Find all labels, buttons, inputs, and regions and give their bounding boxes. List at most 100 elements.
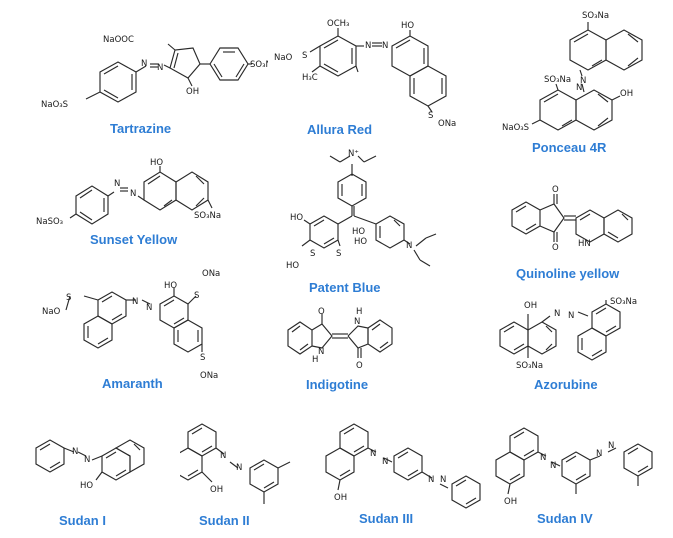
azorubine-label: Azorubine xyxy=(534,377,598,392)
tartrazine-atom-1: N xyxy=(141,59,147,69)
sudan-ii-atom-0: N xyxy=(220,451,226,461)
sudan-iv-atom-2: N xyxy=(596,449,602,459)
indigotine-atom-3: N xyxy=(354,317,360,327)
amaranth-structure: ONa HO S NaO S N N S ONa xyxy=(40,266,240,382)
indigotine-label: Indigotine xyxy=(306,377,369,392)
azorubine-atom-2: N xyxy=(554,309,560,319)
ponceau-4r-atom-0: SO₃Na xyxy=(582,11,609,21)
sudan-ii-atom-2: OH xyxy=(210,485,223,495)
indigotine-atom-5: O xyxy=(356,361,363,371)
quinoline-yellow-label: Quinoline yellow xyxy=(516,266,620,281)
sudan-i-atom-1: N xyxy=(84,455,90,465)
sudan-iii-atom-4: OH xyxy=(334,493,347,503)
allura-red-label: Allura Red xyxy=(307,122,373,137)
patent-blue-structure: N⁺ HO HO S N HO S HO xyxy=(280,142,480,282)
allura-red-atom-4: N xyxy=(365,41,371,51)
sunset-yellow-label: Sunset Yellow xyxy=(90,232,178,247)
sudan-iv-atom-4: OH xyxy=(504,497,517,507)
allura-red-atom-3: S xyxy=(302,51,307,61)
ponceau-4r-label: Ponceau 4R xyxy=(532,140,607,155)
sudan-iii-structure: N N N N OH xyxy=(322,412,492,512)
tartrazine-label: Tartrazine xyxy=(110,121,172,136)
allura-red-atom-2: NaO xyxy=(274,53,293,63)
patent-blue-atom-6: S xyxy=(336,249,341,259)
azorubine-atom-0: OH xyxy=(524,301,537,311)
indigotine-structure: O H N N H O xyxy=(282,302,422,372)
allura-red-atom-5: N xyxy=(382,41,388,51)
amaranth-atom-7: S xyxy=(200,353,205,363)
quinoline-yellow-atom-0: O xyxy=(552,185,559,195)
amaranth-atom-2: S xyxy=(194,291,199,301)
ponceau-4r-atom-2: N xyxy=(576,83,582,93)
amaranth-atom-8: ONa xyxy=(200,371,218,381)
quinoline-yellow-structure: O HN O xyxy=(506,176,666,256)
tartrazine-atom-5: OH xyxy=(186,87,199,97)
amaranth-atom-1: HO xyxy=(164,281,177,291)
amaranth-atom-0: ONa xyxy=(202,269,220,279)
sudan-iii-label: Sudan III xyxy=(359,511,414,526)
sudan-iii-atom-1: N xyxy=(382,457,388,467)
sudan-iii-atom-0: N xyxy=(370,449,376,459)
sudan-iv-atom-1: N xyxy=(550,461,556,471)
sudan-ii-structure: N N OH xyxy=(180,412,320,512)
sunset-yellow-structure: HO N N NaSO₃ SO₃Na xyxy=(34,158,234,238)
allura-red-atom-8: ONa xyxy=(438,119,456,129)
patent-blue-atom-7: HO xyxy=(354,237,367,247)
tartrazine-atom-3: NaO₃S xyxy=(41,100,68,110)
allura-red-structure: OCH₃ HO NaO S N N H₃C S ONa xyxy=(272,6,472,130)
amaranth-atom-3: NaO xyxy=(42,307,61,317)
tartrazine-atom-0: NaOOC xyxy=(103,35,134,45)
patent-blue-label: Patent Blue xyxy=(309,280,381,295)
allura-red-atom-6: H₃C xyxy=(302,73,318,83)
sudan-ii-label: Sudan II xyxy=(199,513,250,528)
patent-blue-atom-3: S xyxy=(310,249,315,259)
ponceau-4r-atom-1: N xyxy=(580,76,586,86)
sudan-iii-atom-3: N xyxy=(440,475,446,485)
sunset-yellow-atom-1: N xyxy=(114,179,120,189)
allura-red-atom-0: OCH₃ xyxy=(327,19,349,29)
sudan-iv-label: Sudan IV xyxy=(537,511,593,526)
indigotine-atom-0: O xyxy=(318,307,325,317)
sudan-i-structure: N N HO xyxy=(30,420,180,500)
allura-red-atom-1: HO xyxy=(401,21,414,31)
sudan-i-atom-0: N xyxy=(72,447,78,457)
indigotine-atom-4: H xyxy=(356,307,362,317)
patent-blue-atom-4: N xyxy=(406,241,412,251)
tartrazine-atom-2: N xyxy=(157,63,163,73)
amaranth-atom-5: N xyxy=(132,297,138,307)
sudan-iv-atom-3: N xyxy=(608,441,614,451)
sudan-iii-atom-2: N xyxy=(428,475,434,485)
amaranth-label: Amaranth xyxy=(102,376,163,391)
ponceau-4r-structure: SO₃Na N N SO₃Na OH NaO₃S xyxy=(500,4,670,134)
sunset-yellow-atom-4: SO₃Na xyxy=(194,211,221,221)
indigotine-atom-1: H xyxy=(312,355,318,365)
ponceau-4r-atom-4: OH xyxy=(620,89,633,99)
sudan-iv-structure: N N N N OH xyxy=(492,418,672,514)
azorubine-structure: OH SO₃Na N N SO₃Na xyxy=(492,282,672,378)
azorubine-atom-4: SO₃Na xyxy=(516,361,543,371)
quinoline-yellow-atom-1: HN xyxy=(578,239,591,249)
patent-blue-atom-5: HO xyxy=(286,261,299,271)
sudan-iv-atom-0: N xyxy=(540,453,546,463)
sudan-i-atom-2: HO xyxy=(80,481,93,491)
quinoline-yellow-atom-2: O xyxy=(552,243,559,253)
sunset-yellow-atom-3: NaSO₃ xyxy=(36,217,63,227)
allura-red-atom-7: S xyxy=(428,111,433,121)
patent-blue-atom-1: HO xyxy=(290,213,303,223)
tartrazine-structure: NaOOC N N NaO₃S SO₃Na OH xyxy=(38,20,268,110)
indigotine-atom-2: N xyxy=(318,347,324,357)
patent-blue-atom-2: HO xyxy=(352,227,365,237)
azorubine-atom-1: SO₃Na xyxy=(610,297,637,307)
azorubine-atom-3: N xyxy=(568,311,574,321)
amaranth-atom-6: N xyxy=(146,303,152,313)
sudan-ii-atom-1: N xyxy=(236,463,242,473)
patent-blue-atom-0: N⁺ xyxy=(348,149,359,159)
amaranth-atom-4: S xyxy=(66,293,71,303)
sudan-i-label: Sudan I xyxy=(59,513,106,528)
sunset-yellow-atom-2: N xyxy=(130,189,136,199)
ponceau-4r-atom-5: NaO₃S xyxy=(502,123,529,133)
sunset-yellow-atom-0: HO xyxy=(150,158,163,168)
ponceau-4r-atom-3: SO₃Na xyxy=(544,75,571,85)
tartrazine-atom-4: SO₃Na xyxy=(250,60,268,70)
